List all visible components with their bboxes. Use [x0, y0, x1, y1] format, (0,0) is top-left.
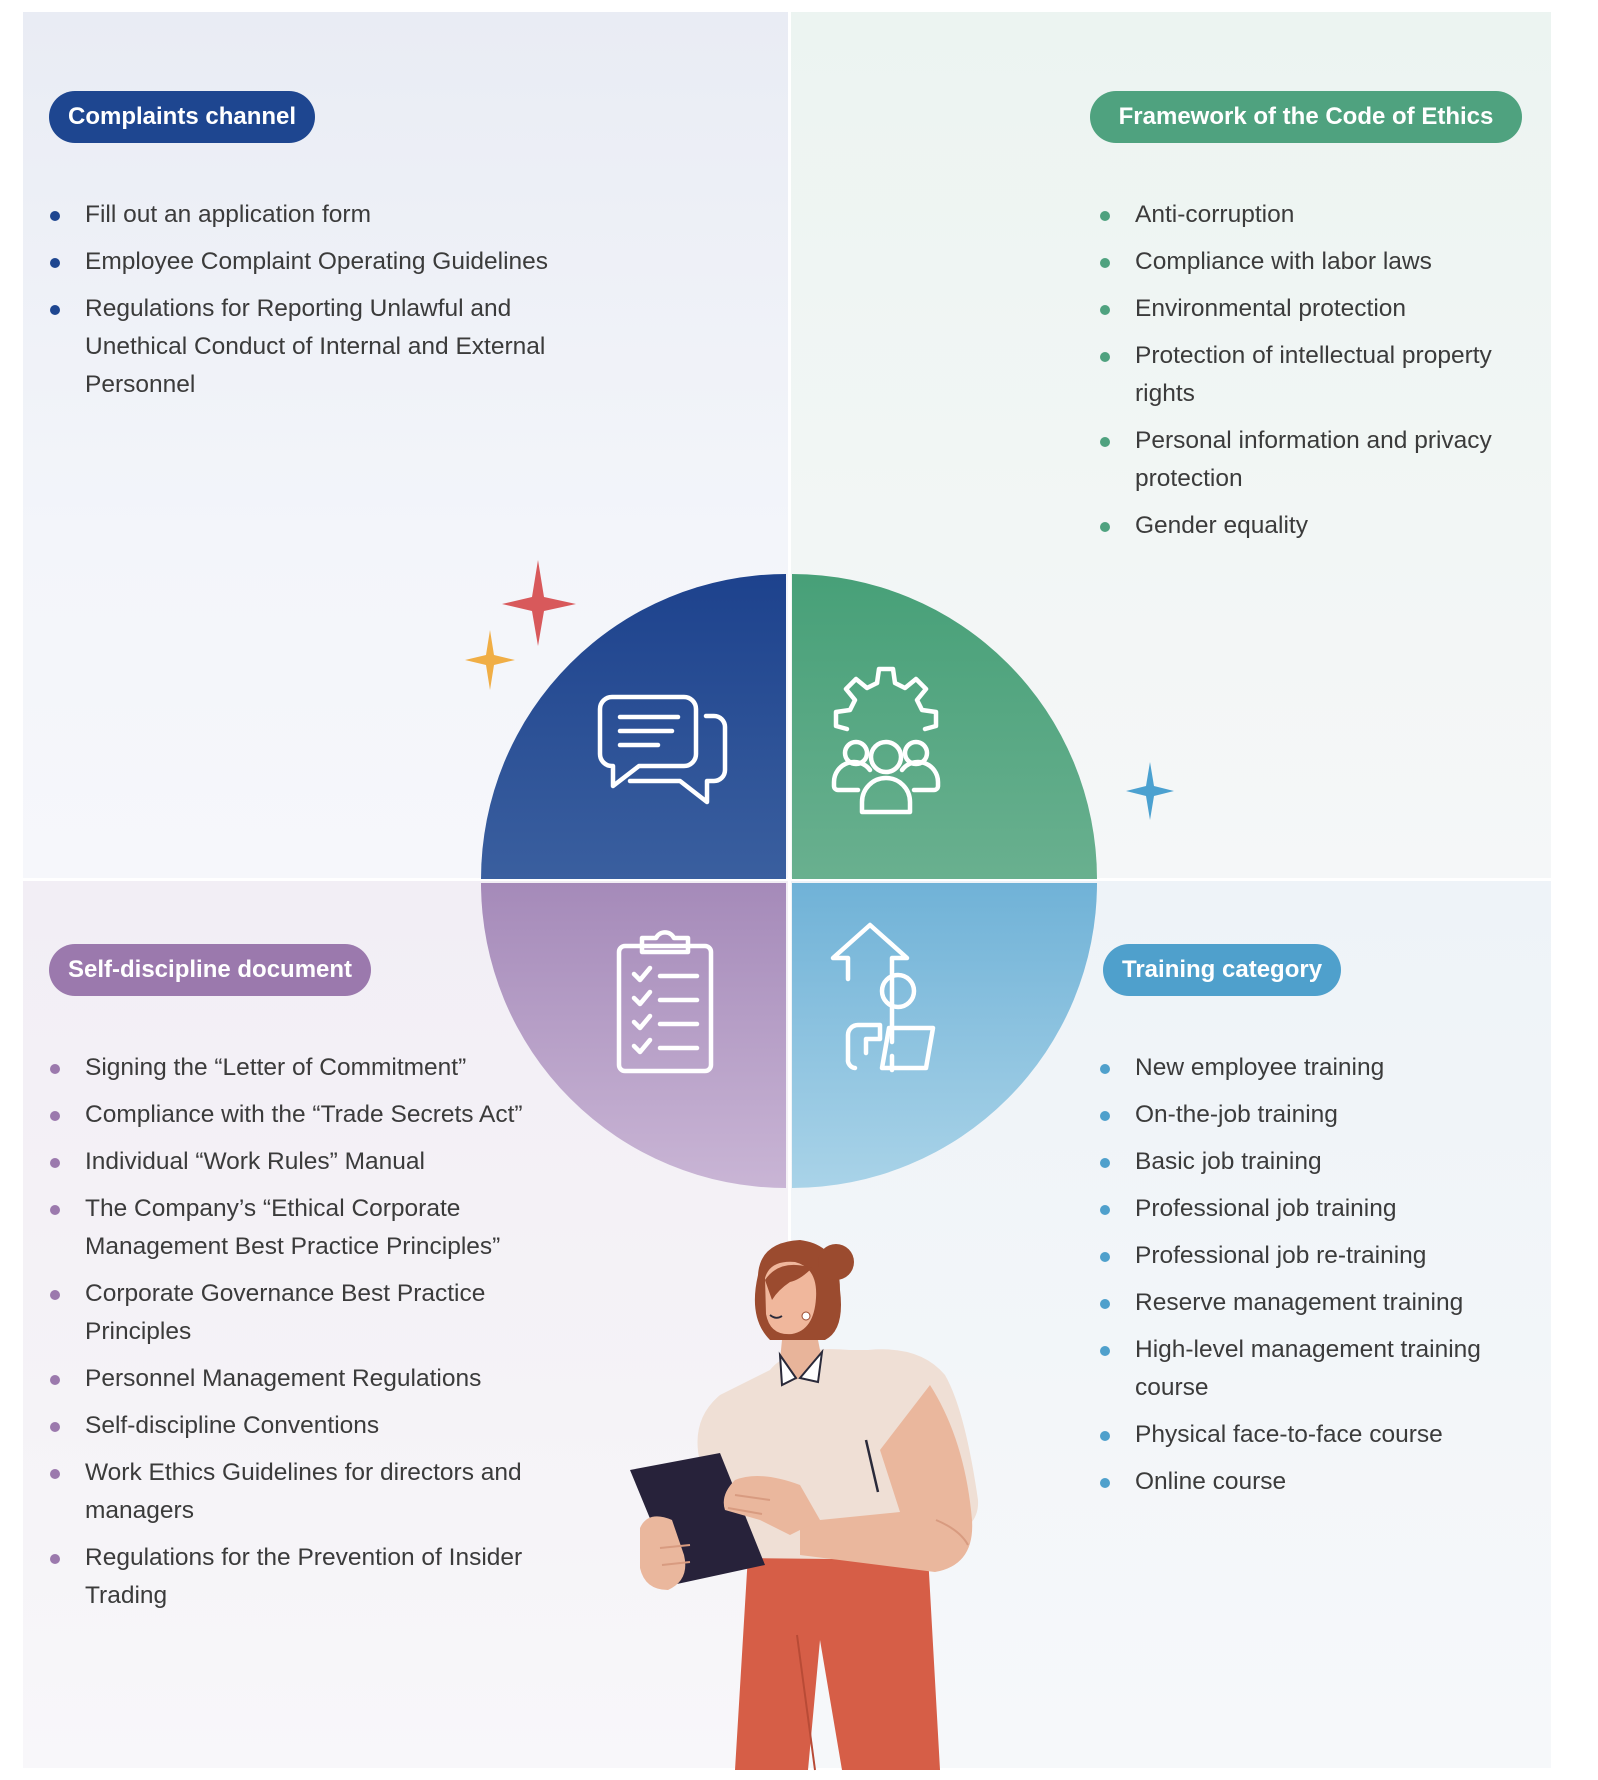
bullet-dot [50, 258, 60, 268]
list-item: Protection of intellectual property righ… [1100, 337, 1540, 413]
complaints-channel-pill: Complaints channel [49, 91, 316, 143]
bullet-dot [1100, 305, 1110, 315]
list-item: Gender equality [1100, 507, 1540, 545]
list-item: Environmental protection [1100, 290, 1540, 328]
blue-sparkle-icon [1126, 762, 1174, 820]
bullet-dot [1100, 1346, 1110, 1356]
list-item: Regulations for Reporting Unlawful and U… [50, 290, 610, 404]
list-item: Professional job training [1100, 1190, 1540, 1228]
training-list: New employee training On-the-job trainin… [1100, 1049, 1540, 1510]
list-item: Reserve management training [1100, 1284, 1540, 1322]
list-item: Work Ethics Guidelines for directors and… [50, 1454, 570, 1530]
bullet-dot [50, 1158, 60, 1168]
list-item: Compliance with labor laws [1100, 243, 1540, 281]
bullet-dot [50, 305, 60, 315]
bullet-dot [1100, 1205, 1110, 1215]
list-item: Self-discipline Conventions [50, 1407, 570, 1445]
complaints-list: Fill out an application form Employee Co… [50, 196, 610, 413]
bullet-dot [50, 1290, 60, 1300]
bullet-dot [1100, 1158, 1110, 1168]
bullet-dot [1100, 1299, 1110, 1309]
list-item: Physical face-to-face course [1100, 1416, 1540, 1454]
quarter-code-of-ethics [792, 574, 1097, 879]
quarter-training [792, 883, 1097, 1188]
checklist-clipboard-icon [616, 930, 714, 1074]
red-sparkle-icon [502, 560, 576, 646]
bullet-dot [1100, 437, 1110, 447]
bullet-dot [1100, 1064, 1110, 1074]
bullet-dot [1100, 1252, 1110, 1262]
list-item: Employee Complaint Operating Guidelines [50, 243, 610, 281]
bullet-dot [50, 1111, 60, 1121]
list-item: Regulations for the Prevention of Inside… [50, 1539, 570, 1615]
list-item: Individual “Work Rules” Manual [50, 1143, 570, 1181]
bullet-dot [50, 1422, 60, 1432]
list-item: Signing the “Letter of Commitment” [50, 1049, 570, 1087]
bullet-dot [50, 1554, 60, 1564]
quarter-self-discipline [481, 883, 786, 1188]
list-item: Personal information and privacy protect… [1100, 422, 1540, 498]
list-item: Personnel Management Regulations [50, 1360, 570, 1398]
list-item: Corporate Governance Best Practice Princ… [50, 1275, 570, 1351]
code-of-ethics-list: Anti-corruption Compliance with labor la… [1100, 196, 1540, 554]
team-gear-icon [831, 666, 941, 815]
bullet-dot [1100, 211, 1110, 221]
bullet-dot [50, 1375, 60, 1385]
bullet-dot [1100, 258, 1110, 268]
yellow-sparkle-icon [465, 630, 515, 690]
list-item: The Company’s “Ethical Corporate Managem… [50, 1190, 570, 1266]
career-growth-icon [830, 922, 936, 1073]
list-item: Anti-corruption [1100, 196, 1540, 234]
list-item: High-level management training course [1100, 1331, 1540, 1407]
bullet-dot [1100, 1111, 1110, 1121]
bullet-dot [1100, 352, 1110, 362]
list-item: On-the-job training [1100, 1096, 1540, 1134]
quarter-complaints [481, 574, 786, 879]
list-item: Fill out an application form [50, 196, 610, 234]
bullet-dot [50, 1064, 60, 1074]
training-category-pill: Training category [1103, 944, 1342, 996]
list-item: New employee training [1100, 1049, 1540, 1087]
self-discipline-list: Signing the “Letter of Commitment” Compl… [50, 1049, 570, 1624]
bullet-dot [1100, 522, 1110, 532]
code-of-ethics-pill: Framework of the Code of Ethics [1090, 91, 1522, 143]
bullet-dot [1100, 1431, 1110, 1441]
bullet-dot [1100, 1478, 1110, 1488]
chat-bubbles-icon [597, 694, 728, 805]
list-item: Online course [1100, 1463, 1540, 1501]
bullet-dot [50, 1469, 60, 1479]
self-discipline-pill: Self-discipline document [49, 944, 372, 996]
bullet-dot [50, 211, 60, 221]
bullet-dot [50, 1205, 60, 1215]
list-item: Compliance with the “Trade Secrets Act” [50, 1096, 570, 1134]
list-item: Basic job training [1100, 1143, 1540, 1181]
list-item: Professional job re-training [1100, 1237, 1540, 1275]
